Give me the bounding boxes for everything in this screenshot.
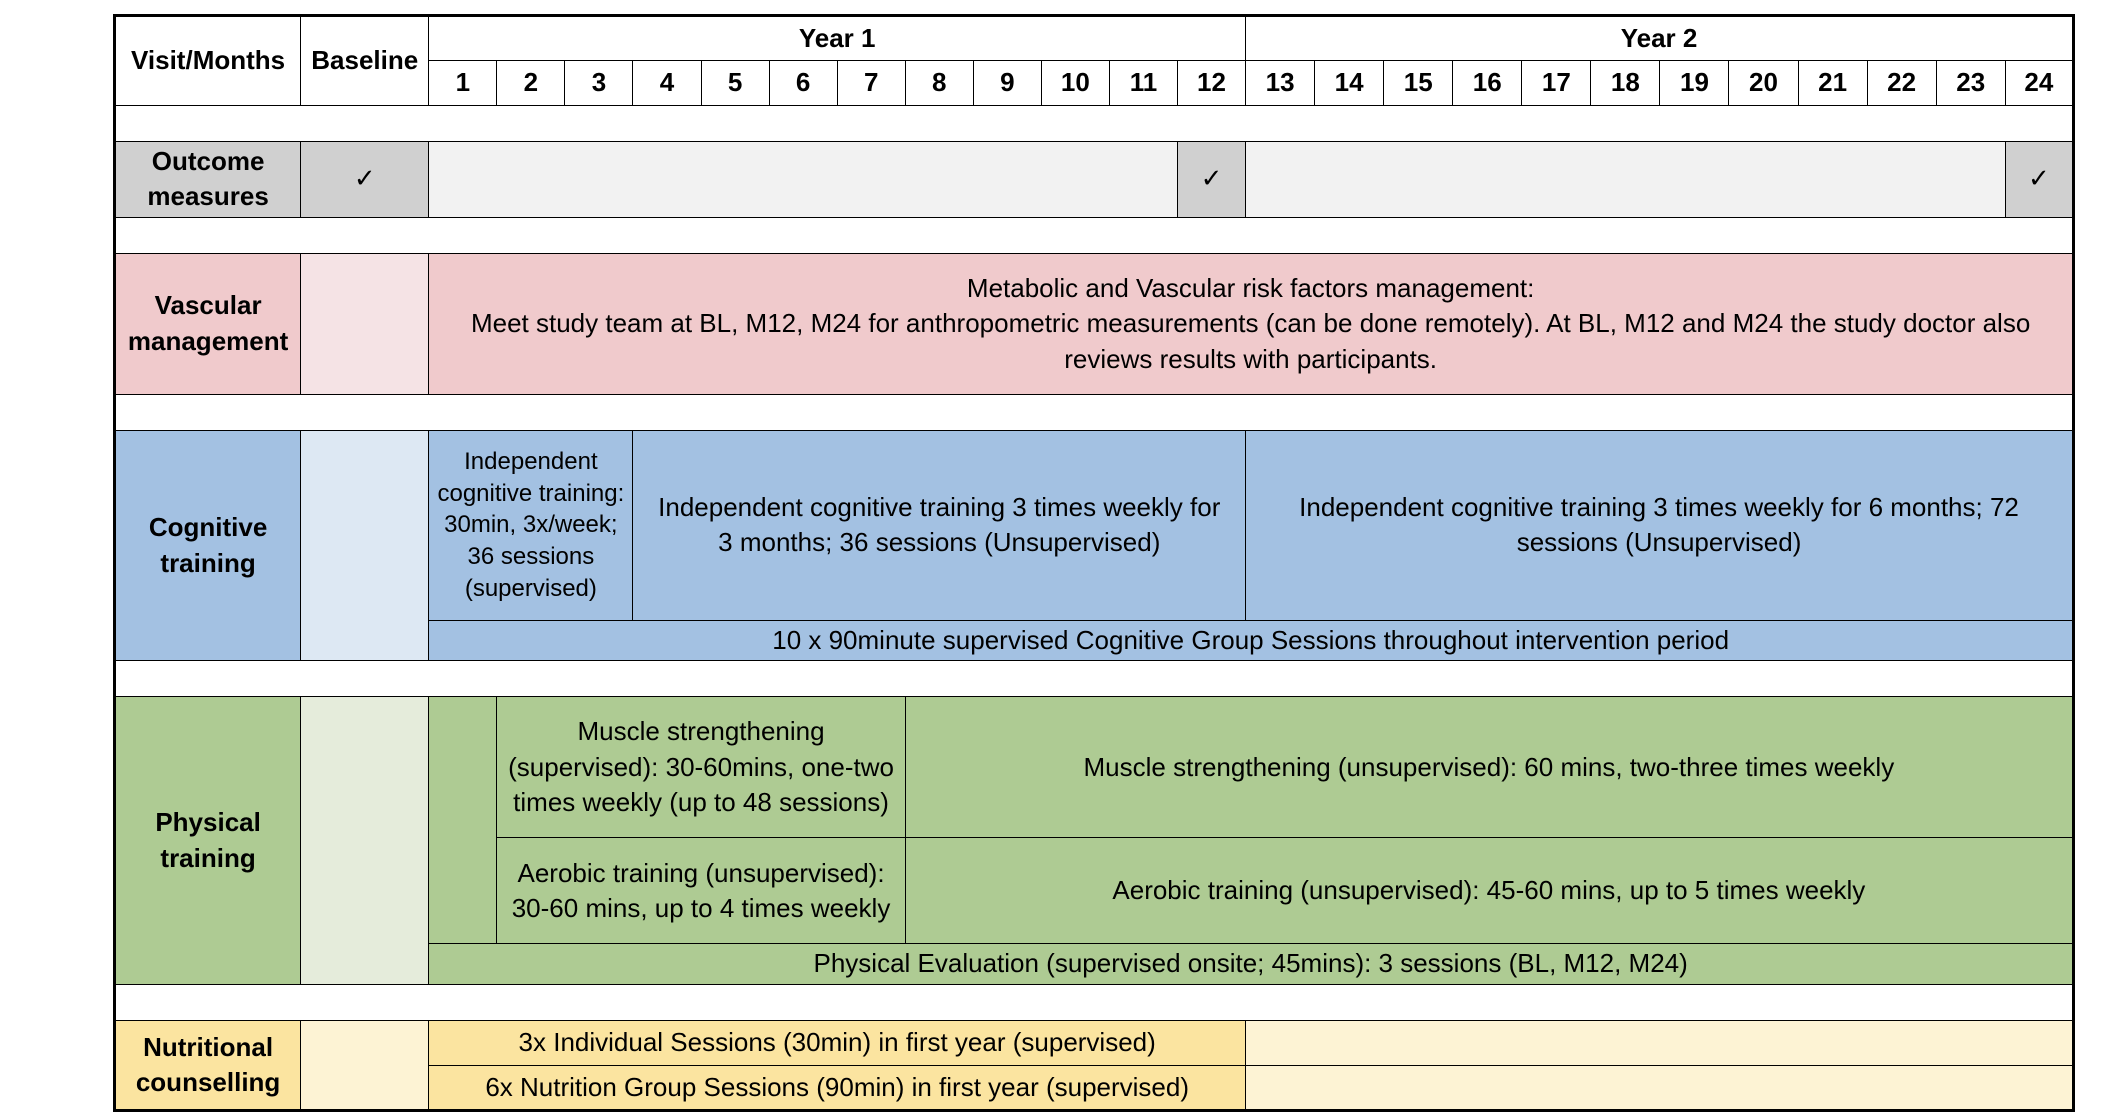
vascular-detail: Meet study team at BL, M12, M24 for anth…	[470, 308, 2031, 374]
outcome-row: Outcome measures ✓ ✓ ✓	[113, 141, 2075, 218]
spacer	[114, 983, 2074, 1021]
nutrition-year2-group	[1245, 1064, 2074, 1112]
spacer-row	[114, 105, 2074, 143]
nutrition-label: Nutritional counselling	[113, 1019, 302, 1112]
header-row-years: Visit/Months Baseline Year 1 Year 2	[113, 14, 2074, 107]
cognitive-label: Cognitive training	[113, 429, 302, 662]
month-header: 1	[428, 60, 498, 107]
nutrition-group-sessions: 6x Nutrition Group Sessions (90min) in f…	[428, 1064, 1247, 1112]
nutrition-baseline	[300, 1019, 430, 1112]
muscle-unsupervised-block: Muscle strengthening (unsupervised): 60 …	[904, 696, 2075, 839]
month-header: 9	[972, 60, 1042, 107]
outcome-year2-span	[1245, 141, 2006, 218]
vascular-baseline	[300, 252, 430, 395]
spacer	[114, 660, 2074, 698]
month-header: 8	[904, 60, 974, 107]
month-header: 16	[1452, 60, 1523, 107]
month-header: 13	[1245, 60, 1316, 107]
spacer	[114, 105, 2074, 143]
spacer-row	[114, 983, 2074, 1021]
outcome-label: Outcome measures	[113, 141, 302, 218]
cognitive-supervised-block: Independent cognitive training: 30min, 3…	[428, 429, 634, 621]
spacer-row	[114, 660, 2074, 698]
month12-check: ✓	[1176, 141, 1247, 218]
aerobic-rest-block: Aerobic training (unsupervised): 45-60 m…	[904, 837, 2075, 945]
cognitive-group-row: 10 x 90minute supervised Cognitive Group…	[115, 619, 2074, 662]
vascular-label: Vascular management	[113, 252, 302, 395]
nutrition-group-row: 6x Nutrition Group Sessions (90min) in f…	[115, 1064, 2074, 1112]
month-header: 12	[1176, 60, 1247, 107]
month-header: 14	[1314, 60, 1385, 107]
muscle-supervised-block: Muscle strengthening (supervised): 30-60…	[496, 696, 906, 839]
month-header: 2	[496, 60, 566, 107]
aerobic-year1-block: Aerobic training (unsupervised): 30-60 m…	[496, 837, 906, 945]
month-header: 15	[1383, 60, 1454, 107]
month-header: 19	[1659, 60, 1730, 107]
month-header: 11	[1108, 60, 1178, 107]
month24-check: ✓	[2004, 141, 2075, 218]
spacer-row	[114, 216, 2074, 254]
month-header: 4	[632, 60, 702, 107]
cognitive-year1-unsupervised: Independent cognitive training 3 times w…	[632, 429, 1247, 621]
intervention-schedule-table: Visit/Months Baseline Year 1 Year 2 1 2 …	[113, 14, 2075, 1112]
spacer	[114, 393, 2074, 431]
physical-evaluation-row: Physical Evaluation (supervised onsite; …	[115, 943, 2074, 985]
month-header: 5	[700, 60, 770, 107]
nutrition-individual-row: Nutritional counselling 3x Individual Se…	[113, 1019, 2074, 1112]
physical-muscle-row: Physical training Muscle strengthening (…	[113, 696, 2075, 985]
month-header: 23	[1935, 60, 2006, 107]
header-row-months: 1 2 3 4 5 6 7 8 9 10 11 12 13 14 15 16 1…	[115, 60, 2075, 107]
month-header: 21	[1797, 60, 1868, 107]
physical-evaluation: Physical Evaluation (supervised onsite; …	[428, 943, 2074, 985]
month-header: 18	[1590, 60, 1661, 107]
month-header: 6	[768, 60, 838, 107]
cognitive-year2-unsupervised: Independent cognitive training 3 times w…	[1245, 429, 2074, 621]
year1-header: Year 1	[428, 14, 1247, 62]
physical-baseline	[300, 696, 430, 985]
baseline-check: ✓	[300, 141, 430, 218]
outcome-year1-span	[428, 141, 1178, 218]
spacer	[114, 216, 2074, 254]
spacer-row	[114, 393, 2074, 431]
month-header: 22	[1866, 60, 1937, 107]
cognitive-row: Cognitive training Independent cognitive…	[113, 429, 2074, 662]
physical-label: Physical training	[113, 696, 302, 985]
cognitive-baseline	[300, 429, 430, 662]
physical-month1-block	[428, 696, 498, 945]
nutrition-year2-individual	[1245, 1019, 2074, 1066]
vascular-row: Vascular management Metabolic and Vascul…	[113, 252, 2074, 395]
cognitive-group-sessions: 10 x 90minute supervised Cognitive Group…	[428, 619, 2074, 662]
month-header: 7	[836, 60, 906, 107]
month-header: 10	[1040, 60, 1110, 107]
nutrition-individual-sessions: 3x Individual Sessions (30min) in first …	[428, 1019, 1247, 1066]
vascular-title: Metabolic and Vascular risk factors mana…	[966, 272, 1535, 303]
baseline-header: Baseline	[300, 14, 430, 107]
year2-header: Year 2	[1245, 14, 2074, 62]
month-header: 3	[564, 60, 634, 107]
vascular-description: Metabolic and Vascular risk factors mana…	[428, 252, 2074, 395]
physical-aerobic-row: Aerobic training (unsupervised): 30-60 m…	[115, 837, 2075, 945]
month-header: 24	[2004, 60, 2075, 107]
visit-months-header: Visit/Months	[113, 14, 302, 107]
month-header: 17	[1521, 60, 1592, 107]
month-header: 20	[1728, 60, 1799, 107]
